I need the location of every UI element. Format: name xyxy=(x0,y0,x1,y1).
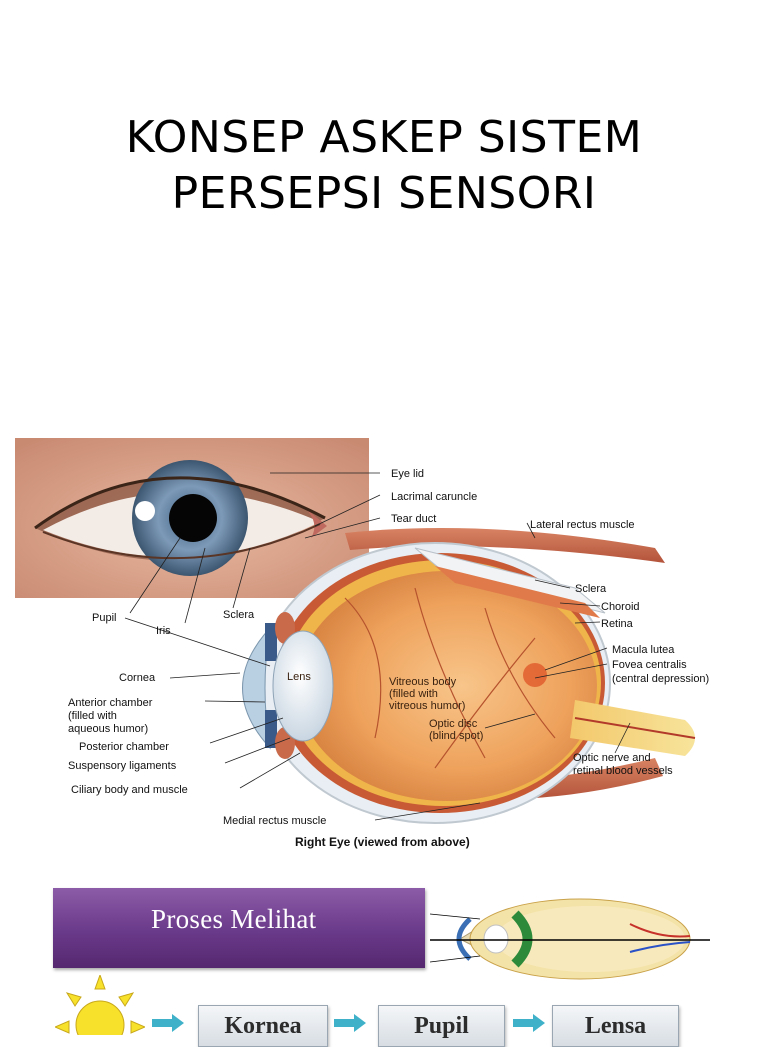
label-ciliary-body: Ciliary body and muscle xyxy=(71,784,188,796)
flow-step-label: Kornea xyxy=(224,1013,302,1039)
leader-lines xyxy=(124,472,631,821)
sun-icon xyxy=(53,973,147,1047)
external-eye-photo xyxy=(15,438,369,598)
flow-step-label: Pupil xyxy=(414,1013,469,1039)
label-macula-lutea: Macula lutea xyxy=(612,644,675,656)
flow-step-lensa: Lensa xyxy=(552,1005,679,1047)
flow-arrow-3 xyxy=(513,1014,545,1032)
small-eye-diagram xyxy=(429,884,710,984)
label-lens: Lens xyxy=(287,671,311,683)
label-posterior-chamber: Posterior chamber xyxy=(79,741,169,753)
title-line-2: PERSEPSI SENSORI xyxy=(171,168,597,219)
label-sclera-right: Sclera xyxy=(575,583,607,595)
label-anterior-chamber-note-2: aqueous humor) xyxy=(68,723,148,735)
flow-arrow-2 xyxy=(334,1014,366,1032)
slide-title: KONSEP ASKEP SISTEM PERSEPSI SENSORI xyxy=(0,110,768,222)
label-optic-nerve-note: retinal blood vessels xyxy=(573,765,673,777)
label-lateral-rectus: Lateral rectus muscle xyxy=(530,519,635,531)
label-anterior-chamber-note-1: (filled with xyxy=(68,710,117,722)
label-optic-disc: Optic disc xyxy=(429,718,478,730)
label-fovea-centralis-note: (central depression) xyxy=(612,673,709,685)
flow-arrow-1 xyxy=(152,1014,184,1032)
label-vitreous-body: Vitreous body xyxy=(389,676,457,688)
label-lacrimal-caruncle: Lacrimal caruncle xyxy=(391,491,477,503)
eyeball-cross-section xyxy=(242,542,696,824)
label-optic-disc-note: (blind spot) xyxy=(429,730,483,742)
label-pupil: Pupil xyxy=(92,612,116,624)
label-iris: Iris xyxy=(156,625,171,637)
label-medial-rectus: Medial rectus muscle xyxy=(223,815,326,827)
flow-step-pupil: Pupil xyxy=(378,1005,505,1047)
label-sclera-left: Sclera xyxy=(223,609,255,621)
process-banner-title: Proses Melihat xyxy=(151,904,317,934)
flow-step-label: Lensa xyxy=(584,1013,647,1039)
label-vitreous-body-note-2: vitreous humor) xyxy=(389,700,465,712)
label-tear-duct: Tear duct xyxy=(391,513,436,525)
label-fovea-centralis: Fovea centralis xyxy=(612,659,687,671)
label-vitreous-body-note-1: (filled with xyxy=(389,688,438,700)
label-cornea: Cornea xyxy=(119,672,156,684)
lateral-rectus-muscle xyxy=(345,528,665,563)
flow-step-kornea: Kornea xyxy=(198,1005,328,1047)
process-banner: Proses Melihat xyxy=(53,888,425,968)
label-retina: Retina xyxy=(601,618,634,630)
label-anterior-chamber: Anterior chamber xyxy=(68,697,153,709)
title-line-1: KONSEP ASKEP SISTEM xyxy=(125,112,643,163)
label-choroid: Choroid xyxy=(601,601,640,613)
figure-caption: Right Eye (viewed from above) xyxy=(295,835,470,849)
label-suspensory-ligaments: Suspensory ligaments xyxy=(68,760,177,772)
eye-anatomy-figure: Eye lid Lacrimal caruncle Tear duct Late… xyxy=(15,438,760,856)
label-eye-lid: Eye lid xyxy=(391,468,424,480)
label-optic-nerve: Optic nerve and xyxy=(573,752,651,764)
